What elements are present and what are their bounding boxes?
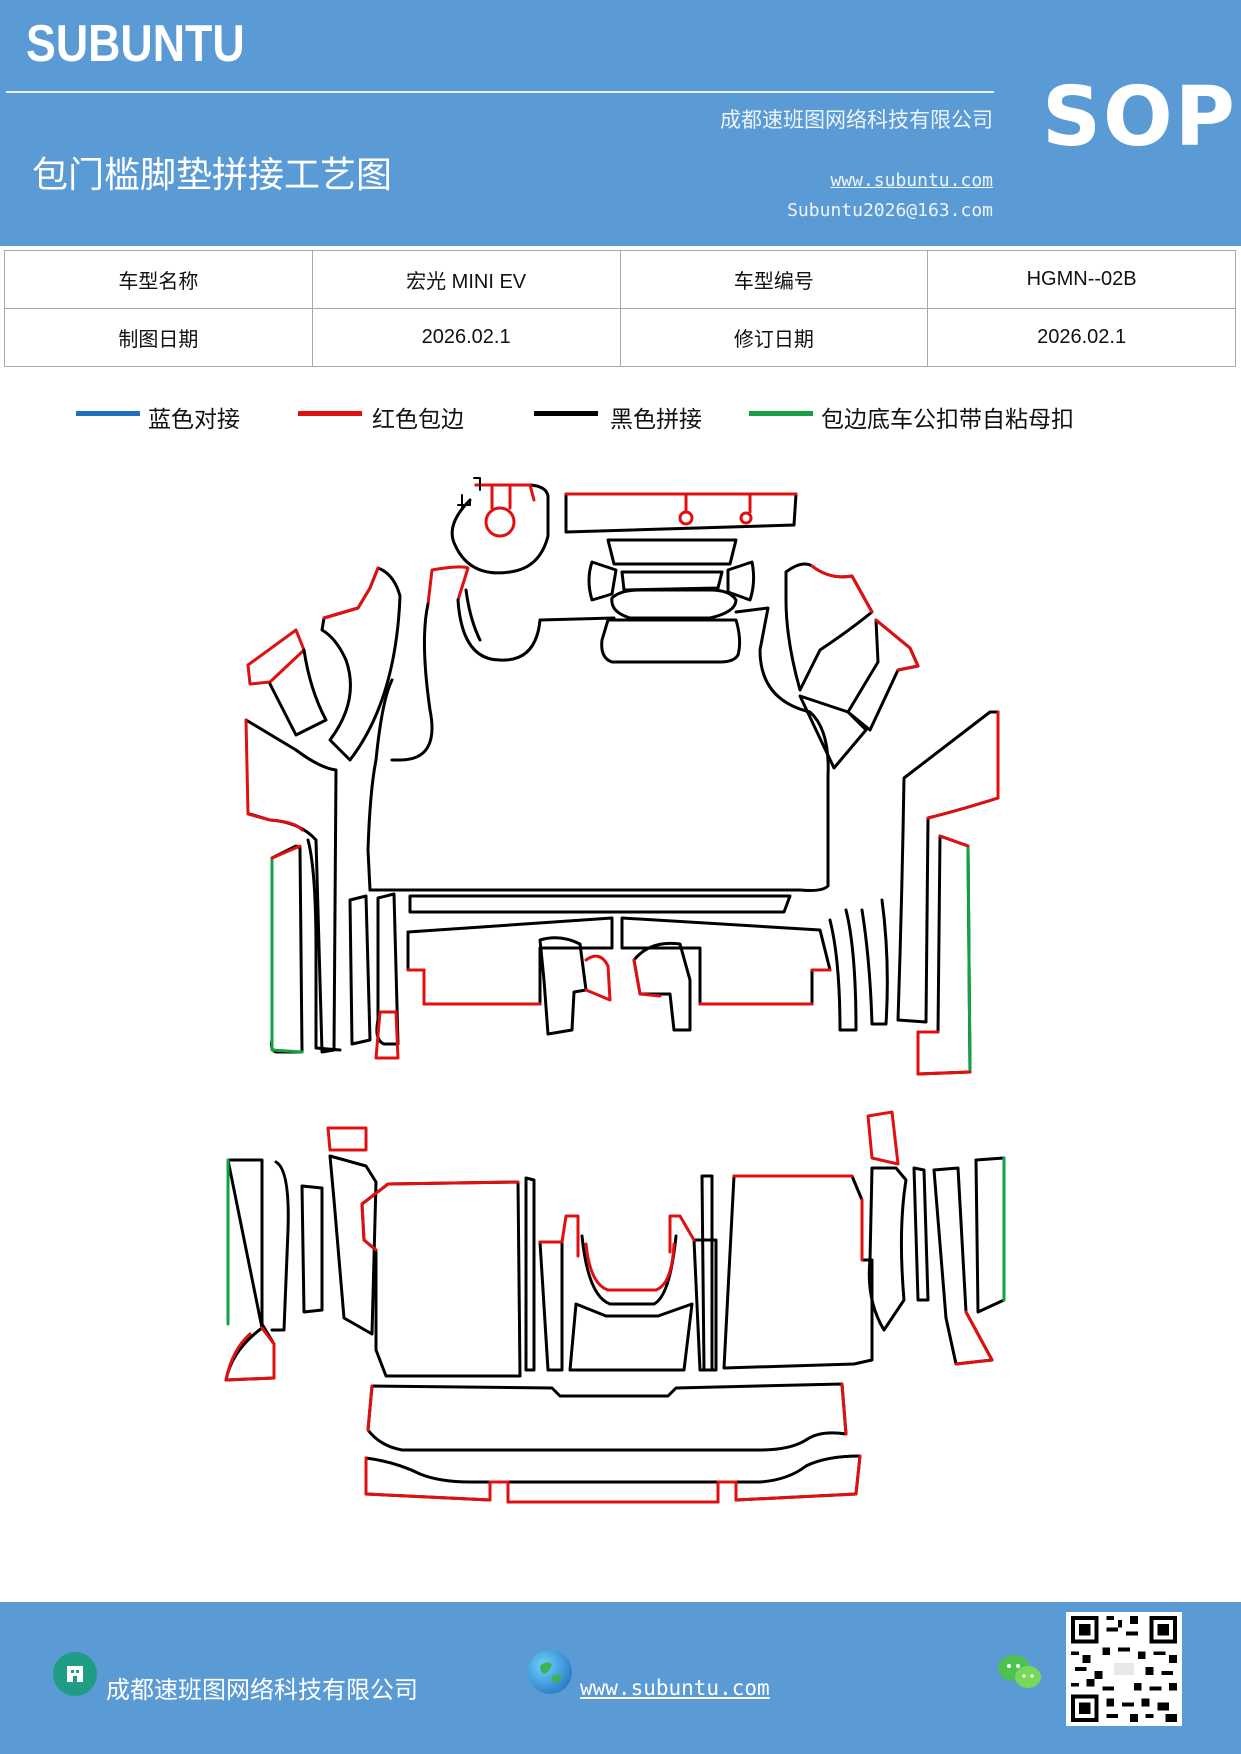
sop-badge: SOP: [1042, 70, 1237, 165]
upper-floor-piece: [366, 565, 830, 892]
legend-item-black: 黑色拼接: [534, 400, 734, 440]
info-table: 车型名称 宏光 MINI EV 车型编号 HGMN--02B 制图日期 2026…: [4, 250, 1236, 367]
company-name: 成都速班图网络科技有限公司: [720, 108, 993, 132]
footer-website-link[interactable]: www.subuntu.com: [580, 1676, 770, 1700]
lower-center-pieces: [538, 1174, 718, 1372]
draw-date-label: 制图日期: [4, 308, 313, 367]
qr-code[interactable]: [1066, 1612, 1182, 1726]
top-pieces: [450, 477, 798, 664]
legend-swatch-black: [534, 411, 598, 416]
legend-swatch-blue: [76, 411, 140, 416]
legend-label: 黑色拼接: [610, 407, 702, 433]
page-title: 包门槛脚垫拼接工艺图: [32, 155, 393, 196]
legend-item-green: 包边底车公扣带自粘母扣: [749, 400, 1129, 440]
bottom-long-pieces: [364, 1382, 862, 1504]
legend-label: 红色包边: [372, 407, 464, 433]
wechat-icon[interactable]: [996, 1650, 1044, 1694]
header-banner: SUBUNTU 成都速班图网络科技有限公司 包门槛脚垫拼接工艺图 www.sub…: [0, 0, 1241, 246]
model-name-value: 宏光 MINI EV: [311, 250, 621, 309]
table-row: 制图日期 2026.02.1 修订日期 2026.02.1: [4, 308, 1236, 367]
mat-pattern-drawing: [224, 477, 1006, 1504]
email-address: Subuntu2026@163.com: [787, 200, 993, 221]
right-side-pieces: [784, 562, 1000, 1076]
legend-label: 包边底车公扣带自粘母扣: [821, 407, 1074, 433]
revise-date-label: 修订日期: [619, 308, 929, 367]
left-side-pieces: [244, 566, 402, 1060]
lower-left-pieces: [224, 1126, 536, 1382]
revise-date-value: 2026.02.1: [927, 308, 1236, 367]
globe-icon: [528, 1650, 572, 1694]
model-code-value: HGMN--02B: [927, 250, 1236, 309]
lower-right-pieces: [722, 1110, 1006, 1370]
legend-item-red: 红色包边: [298, 400, 498, 440]
website-link[interactable]: www.subuntu.com: [830, 170, 993, 191]
header-divider: [6, 91, 994, 93]
model-code-label: 车型编号: [619, 250, 929, 309]
legend-swatch-green: [749, 411, 813, 416]
table-row: 车型名称 宏光 MINI EV 车型编号 HGMN--02B: [4, 250, 1236, 309]
draw-date-value: 2026.02.1: [311, 308, 621, 367]
middle-pieces: [406, 894, 832, 1036]
model-name-label: 车型名称: [4, 250, 313, 309]
legend-item-blue: 蓝色对接: [76, 400, 276, 440]
footer-company: 成都速班图网络科技有限公司: [106, 1676, 418, 1704]
legend-label: 蓝色对接: [148, 407, 240, 433]
legend-swatch-red: [298, 411, 362, 416]
building-icon: [53, 1652, 97, 1696]
brand-logo: SUBUNTU: [26, 15, 245, 73]
